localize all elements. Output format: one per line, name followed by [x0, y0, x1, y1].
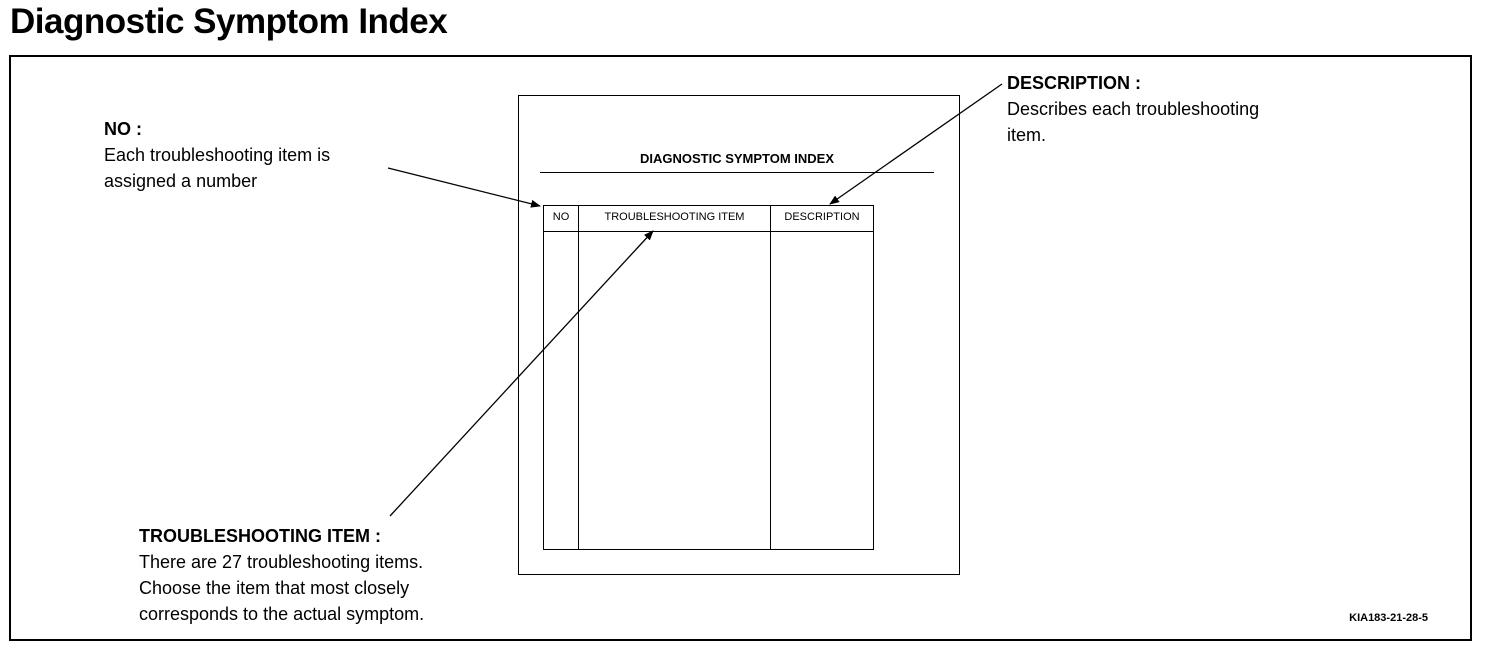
sheet-title: DIAGNOSTIC SYMPTOM INDEX: [639, 151, 835, 166]
page-title: Diagnostic Symptom Index: [10, 2, 448, 41]
callout-description-line-1: Describes each troubleshooting: [1007, 99, 1260, 119]
column-divider-1: [578, 205, 579, 550]
index-table: [543, 205, 874, 550]
callout-no-line-2: assigned a number: [104, 171, 258, 191]
column-divider-2: [770, 205, 771, 550]
callout-troubleshooting-item: TROUBLESHOOTING ITEM : There are 27 trou…: [139, 523, 424, 627]
column-header-description: DESCRIPTION: [784, 211, 860, 223]
callout-no-heading: NO :: [104, 119, 142, 139]
column-header-troubleshooting-item: TROUBLESHOOTING ITEM: [604, 211, 745, 223]
callout-item-line-3: corresponds to the actual symptom.: [139, 604, 425, 624]
callout-description: DESCRIPTION : Describes each troubleshoo…: [1007, 70, 1259, 148]
callout-description-heading: DESCRIPTION :: [1007, 73, 1142, 93]
figure-code: KIA183-21-28-5: [1349, 612, 1428, 624]
callout-item-heading: TROUBLESHOOTING ITEM :: [139, 526, 381, 546]
sheet-title-rule: [540, 172, 934, 173]
callout-no: NO : Each troubleshooting item is assign…: [104, 116, 330, 194]
diagram-frame: [9, 55, 1472, 641]
callout-description-line-2: item.: [1007, 125, 1047, 145]
callout-item-line-1: There are 27 troubleshooting items.: [139, 552, 424, 572]
column-header-no: NO: [552, 211, 570, 223]
index-table-header: [543, 205, 874, 232]
callout-item-line-2: Choose the item that most closely: [139, 578, 410, 598]
callout-no-line-1: Each troubleshooting item is: [104, 145, 331, 165]
